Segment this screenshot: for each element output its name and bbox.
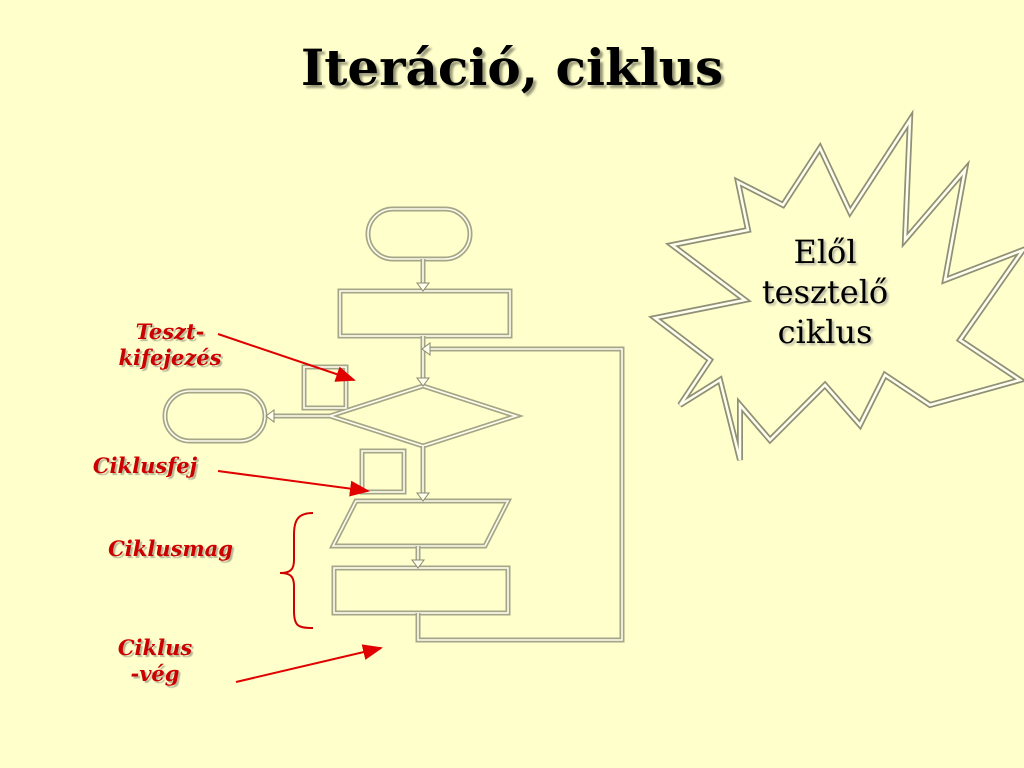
slide-title: Iteráció, ciklus bbox=[300, 38, 724, 97]
connector-box-test bbox=[301, 364, 349, 411]
loop-head-label: Ciklusfej bbox=[92, 453, 198, 478]
decision-diamond bbox=[321, 383, 525, 449]
test-expression-arrow bbox=[217, 333, 356, 382]
loop-end-label-line1: Ciklus bbox=[117, 635, 193, 660]
loop-head-arrow bbox=[217, 470, 370, 497]
loop-body-label: Ciklusmag bbox=[108, 536, 233, 561]
loop-end-label: Ciklus -vég bbox=[95, 635, 215, 687]
test-expression-label-line1: Teszt- bbox=[135, 319, 205, 344]
loop-end-label-line2: -vég bbox=[130, 661, 180, 686]
start-terminator bbox=[365, 206, 473, 262]
test-expression-label: Teszt- kifejezés bbox=[100, 319, 240, 371]
connector-box-head bbox=[359, 448, 407, 495]
io-parallelogram bbox=[328, 498, 513, 549]
exit-terminator bbox=[162, 388, 268, 444]
test-expression-label-line2: kifejezés bbox=[118, 345, 222, 370]
starburst-line2: tesztelő bbox=[761, 273, 889, 311]
starburst-shape bbox=[647, 109, 1024, 461]
process-box bbox=[337, 288, 513, 339]
starburst-text: Elől tesztelő ciklus bbox=[735, 232, 915, 352]
starburst-line1: Elől bbox=[793, 233, 857, 271]
body-process-box bbox=[331, 565, 511, 616]
loop-body-brace bbox=[279, 512, 314, 629]
starburst-line3: ciklus bbox=[777, 313, 873, 351]
loop-end-arrow bbox=[235, 644, 383, 683]
